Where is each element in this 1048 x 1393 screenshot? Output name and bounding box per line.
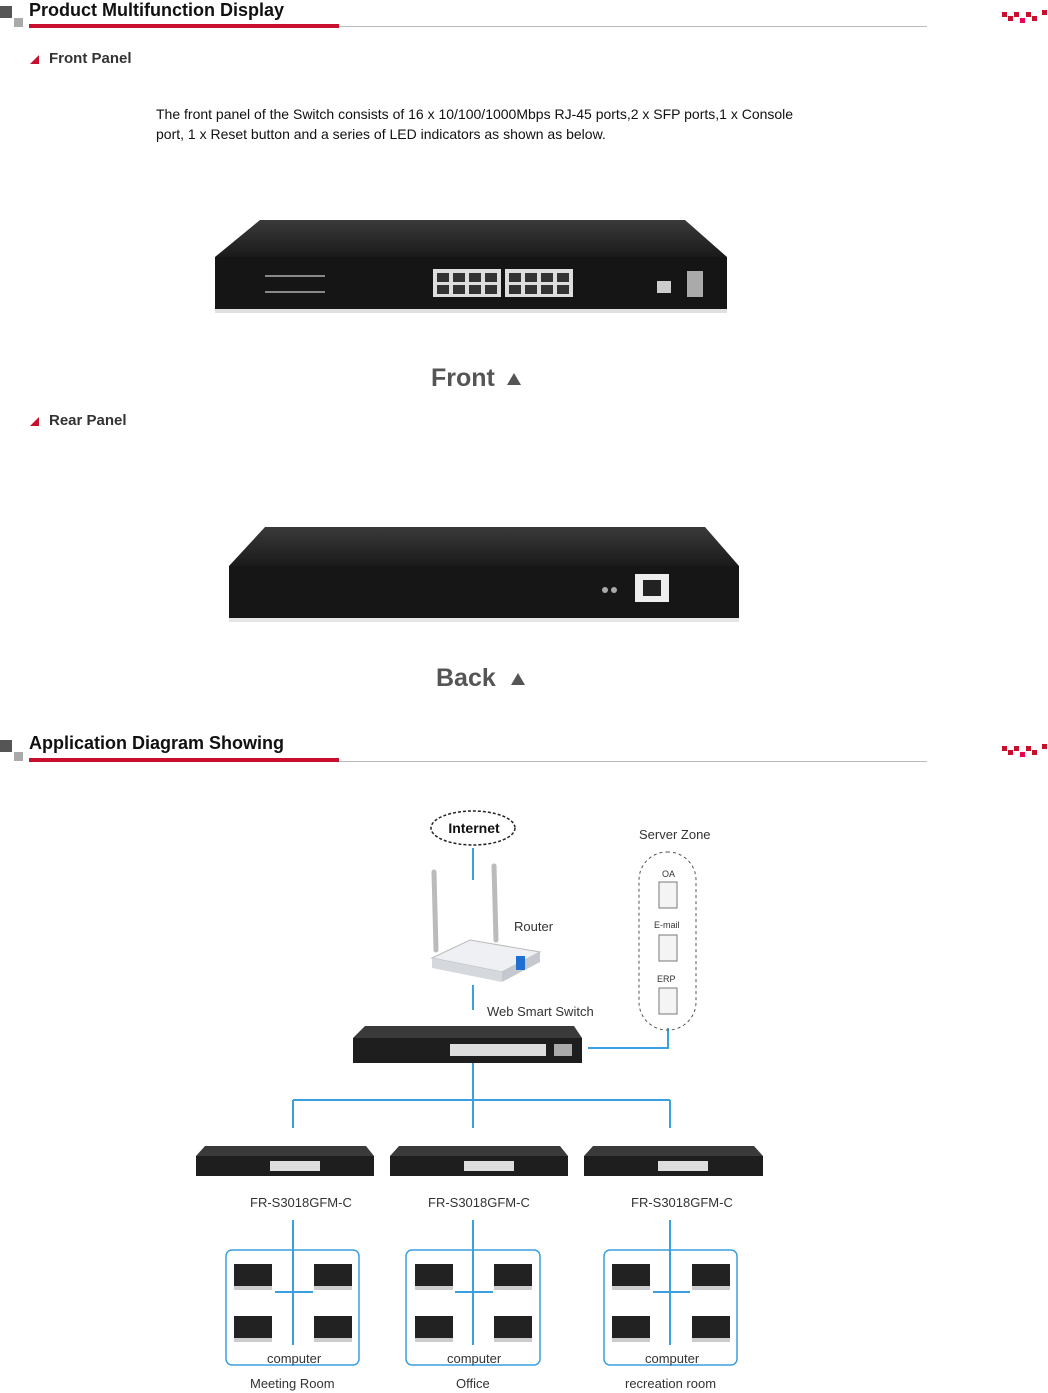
- front-panel-bullet-icon: [30, 55, 39, 64]
- room-label-recreation: recreation room: [625, 1376, 717, 1391]
- computer-label-2: computer: [447, 1351, 502, 1366]
- header-gray-line: [339, 26, 927, 27]
- server-zone-label: Server Zone: [639, 827, 711, 842]
- header2-red-bar: [29, 758, 339, 762]
- rear-caption-arrow-icon: [511, 673, 525, 685]
- header2-square-light: [14, 752, 23, 761]
- room-label-office: Office: [456, 1376, 490, 1391]
- header-red-bar: [29, 24, 339, 28]
- header2-square-dark: [0, 740, 12, 752]
- internet-label: Internet: [448, 820, 500, 836]
- model-label-2: FR-S3018GFM-C: [428, 1195, 530, 1210]
- server-oa-label: OA: [662, 869, 676, 879]
- computer-icons: [234, 1264, 730, 1342]
- room-label-meeting: Meeting Room: [250, 1376, 335, 1391]
- web-smart-switch-icon: [353, 1026, 582, 1063]
- rear-panel-bullet-icon: [30, 417, 39, 426]
- connection-lines: [275, 848, 690, 1345]
- model-label-1: FR-S3018GFM-C: [250, 1195, 352, 1210]
- header2-gray-line: [339, 761, 927, 762]
- section-title-product: Product Multifunction Display: [29, 0, 284, 20]
- brand-logo-icon-2: [1002, 744, 1048, 764]
- front-caption-arrow-icon: [507, 373, 521, 385]
- router-label: Router: [514, 919, 554, 934]
- rear-panel-title: Rear Panel: [49, 412, 127, 429]
- front-panel-description: The front panel of the Switch consists o…: [156, 106, 794, 142]
- front-switch-image: [215, 220, 727, 313]
- model-label-3: FR-S3018GFM-C: [631, 1195, 733, 1210]
- computer-label-1: computer: [267, 1351, 322, 1366]
- front-panel-title: Front Panel: [49, 50, 132, 67]
- server-erp-label: ERP: [657, 974, 676, 984]
- front-caption: Front: [431, 364, 495, 392]
- computer-label-3: computer: [645, 1351, 700, 1366]
- server-email-label: E-mail: [654, 920, 680, 930]
- web-smart-switch-label: Web Smart Switch: [487, 1004, 594, 1019]
- rear-switch-image: [229, 527, 739, 622]
- header-square-dark: [0, 6, 12, 18]
- internet-cloud-icon: [430, 810, 516, 846]
- network-diagram: [196, 810, 763, 1366]
- section-title-application: Application Diagram Showing: [29, 733, 285, 753]
- server-icons: [658, 881, 678, 1015]
- header-square-light: [14, 18, 23, 27]
- access-switch-icons: [196, 1146, 763, 1176]
- brand-logo-icon: [1002, 10, 1048, 30]
- router-icon: [430, 863, 542, 982]
- rear-caption: Back: [436, 664, 496, 692]
